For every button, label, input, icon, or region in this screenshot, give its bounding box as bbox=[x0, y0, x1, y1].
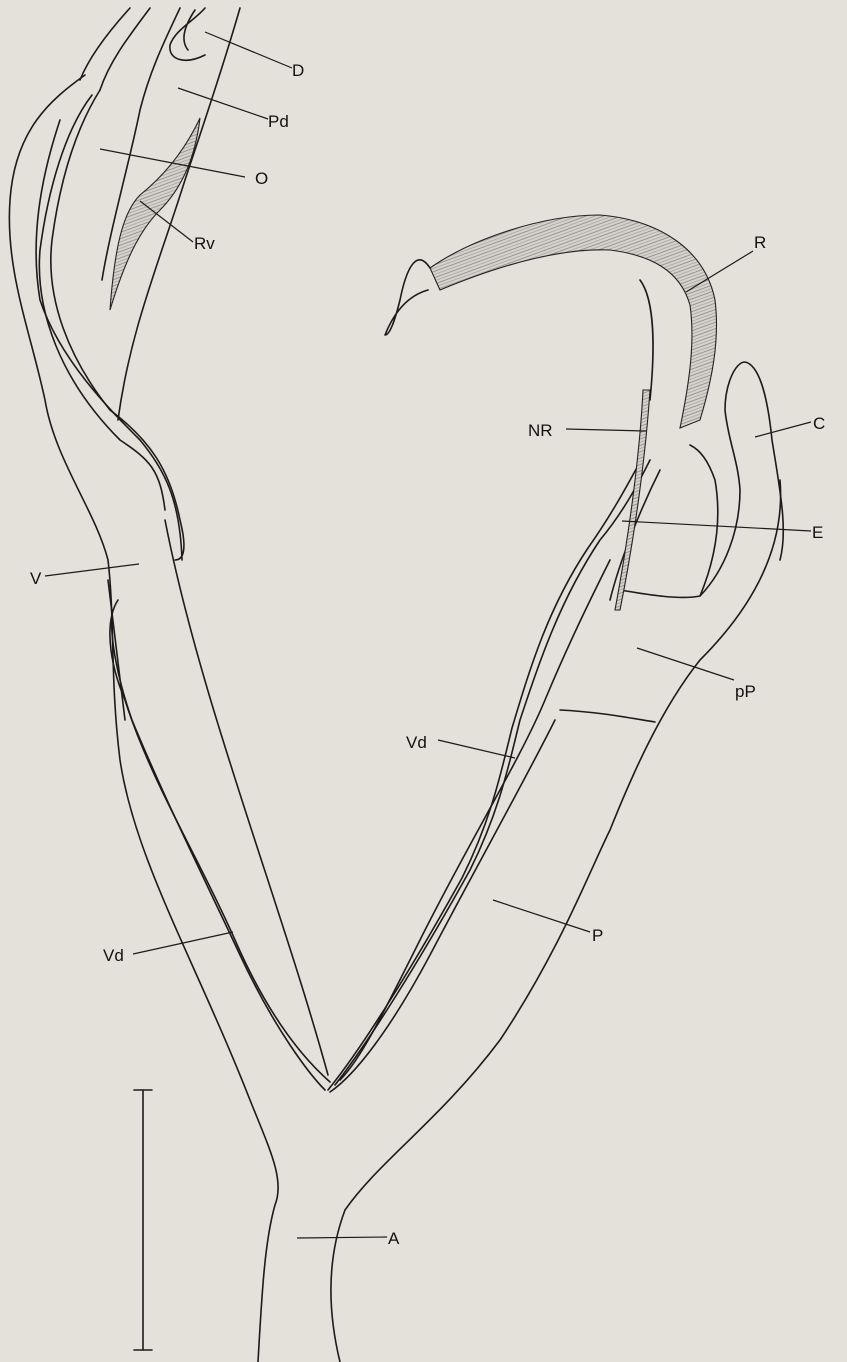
nerve-ring-hatched bbox=[615, 390, 650, 610]
label-O: O bbox=[255, 169, 268, 188]
label-P: P bbox=[592, 926, 603, 945]
label-A: A bbox=[388, 1229, 400, 1248]
retractor-hatched bbox=[430, 215, 717, 428]
label-C: C bbox=[813, 414, 825, 433]
label-V: V bbox=[30, 569, 42, 588]
left-duct-structure bbox=[9, 8, 330, 1362]
right-duct-structure bbox=[328, 215, 783, 1362]
receptaculum-hatched bbox=[110, 118, 200, 310]
label-D: D bbox=[292, 61, 304, 80]
label-Vd-right: Vd bbox=[406, 733, 427, 752]
label-pP: pP bbox=[735, 682, 756, 701]
label-Pd: Pd bbox=[268, 112, 289, 131]
label-E: E bbox=[812, 523, 823, 542]
leader-lines bbox=[45, 32, 811, 1238]
label-Vd-left: Vd bbox=[103, 946, 124, 965]
label-R: R bbox=[754, 233, 766, 252]
scale-bar bbox=[134, 1090, 152, 1350]
label-NR: NR bbox=[528, 421, 553, 440]
label-Rv: Rv bbox=[194, 234, 215, 253]
